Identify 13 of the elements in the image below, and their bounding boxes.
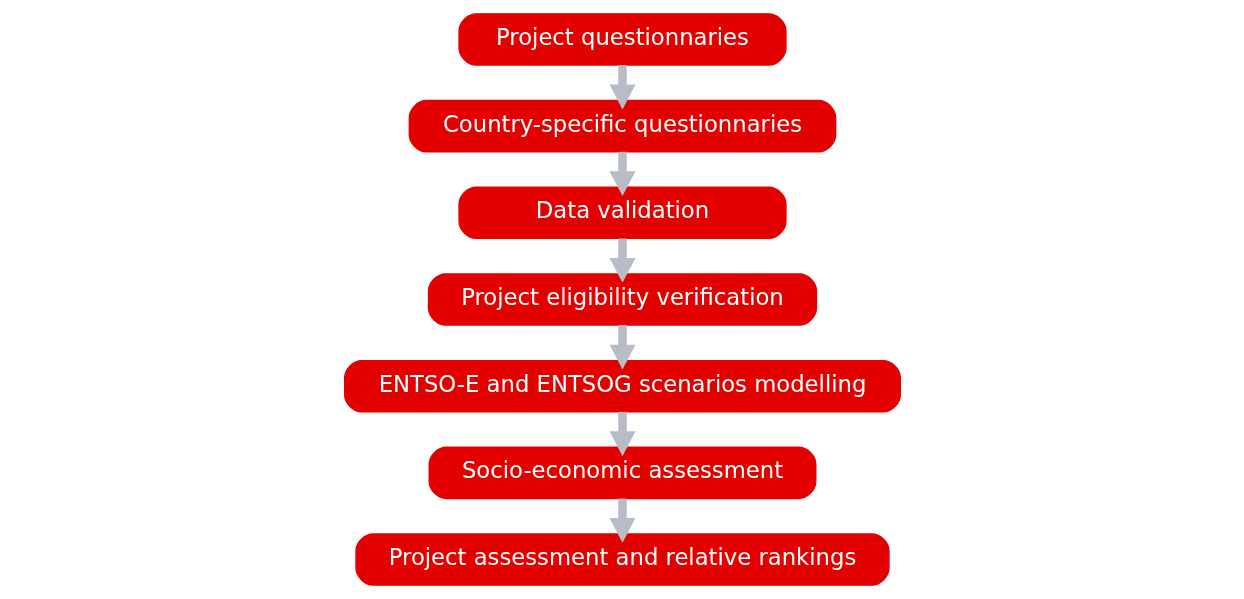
node-box: Country-specific questionnaries [408,99,836,153]
node-box: Project questionnaries [457,13,787,66]
arrow [608,65,636,110]
node-box: Data validation [457,186,787,240]
node-box: Project assessment and relative rankings [354,533,890,586]
arrow [608,151,636,197]
arrow [608,325,636,370]
node-box: Project eligibility verification [427,273,817,326]
node-box: ENTSO-E and ENTSOG scenarios modelling [343,359,901,413]
node-box: Socio-economic assessment [428,446,816,500]
arrow [608,411,636,457]
arrow [608,498,636,543]
arrow [608,238,636,283]
